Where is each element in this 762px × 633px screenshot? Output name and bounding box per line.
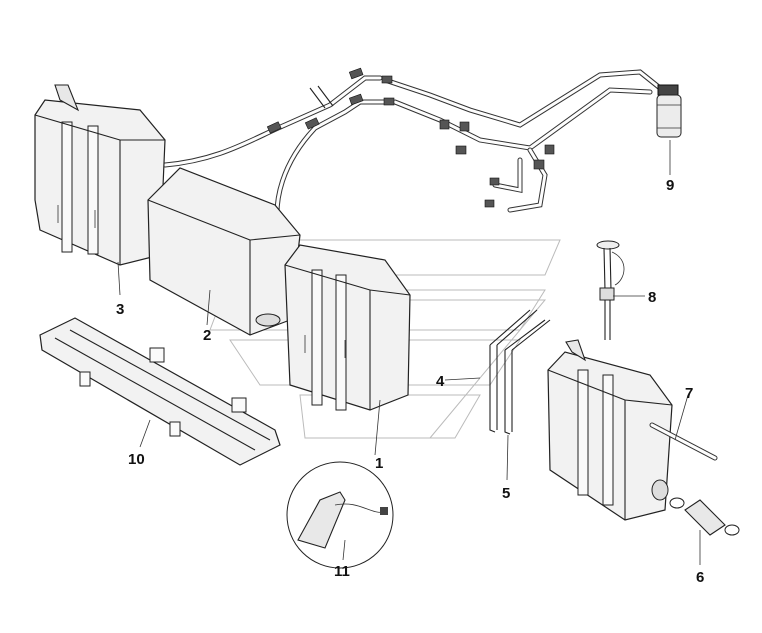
callout-5: 5 [502, 485, 510, 502]
callout-4: 4 [436, 373, 445, 390]
detail-inset [286, 461, 394, 569]
fuel-filter [656, 84, 682, 138]
callout-1: 1 [375, 455, 383, 472]
callout-7: 7 [685, 385, 693, 402]
callout-9: 9 [666, 177, 674, 194]
hose [669, 497, 740, 536]
callout-3: 3 [116, 301, 124, 318]
callout-6: 6 [696, 569, 704, 586]
callout-8: 8 [648, 289, 656, 306]
callout-10: 10 [128, 451, 145, 468]
callout-2: 2 [203, 327, 211, 344]
fuel-tank-right [547, 339, 673, 521]
fuel-lines [162, 69, 663, 243]
brackets [489, 309, 551, 435]
leader-lines [117, 140, 701, 565]
level-sender [596, 240, 625, 340]
fittings [266, 67, 555, 208]
fuel-tank-1 [284, 244, 411, 411]
callout-labels: 1 2 3 4 5 6 7 8 9 10 11 [116, 177, 704, 586]
fuel-tank-3 [34, 84, 166, 266]
guard-plate [39, 317, 281, 466]
callout-11: 11 [334, 563, 350, 580]
suction-tube [649, 422, 718, 461]
